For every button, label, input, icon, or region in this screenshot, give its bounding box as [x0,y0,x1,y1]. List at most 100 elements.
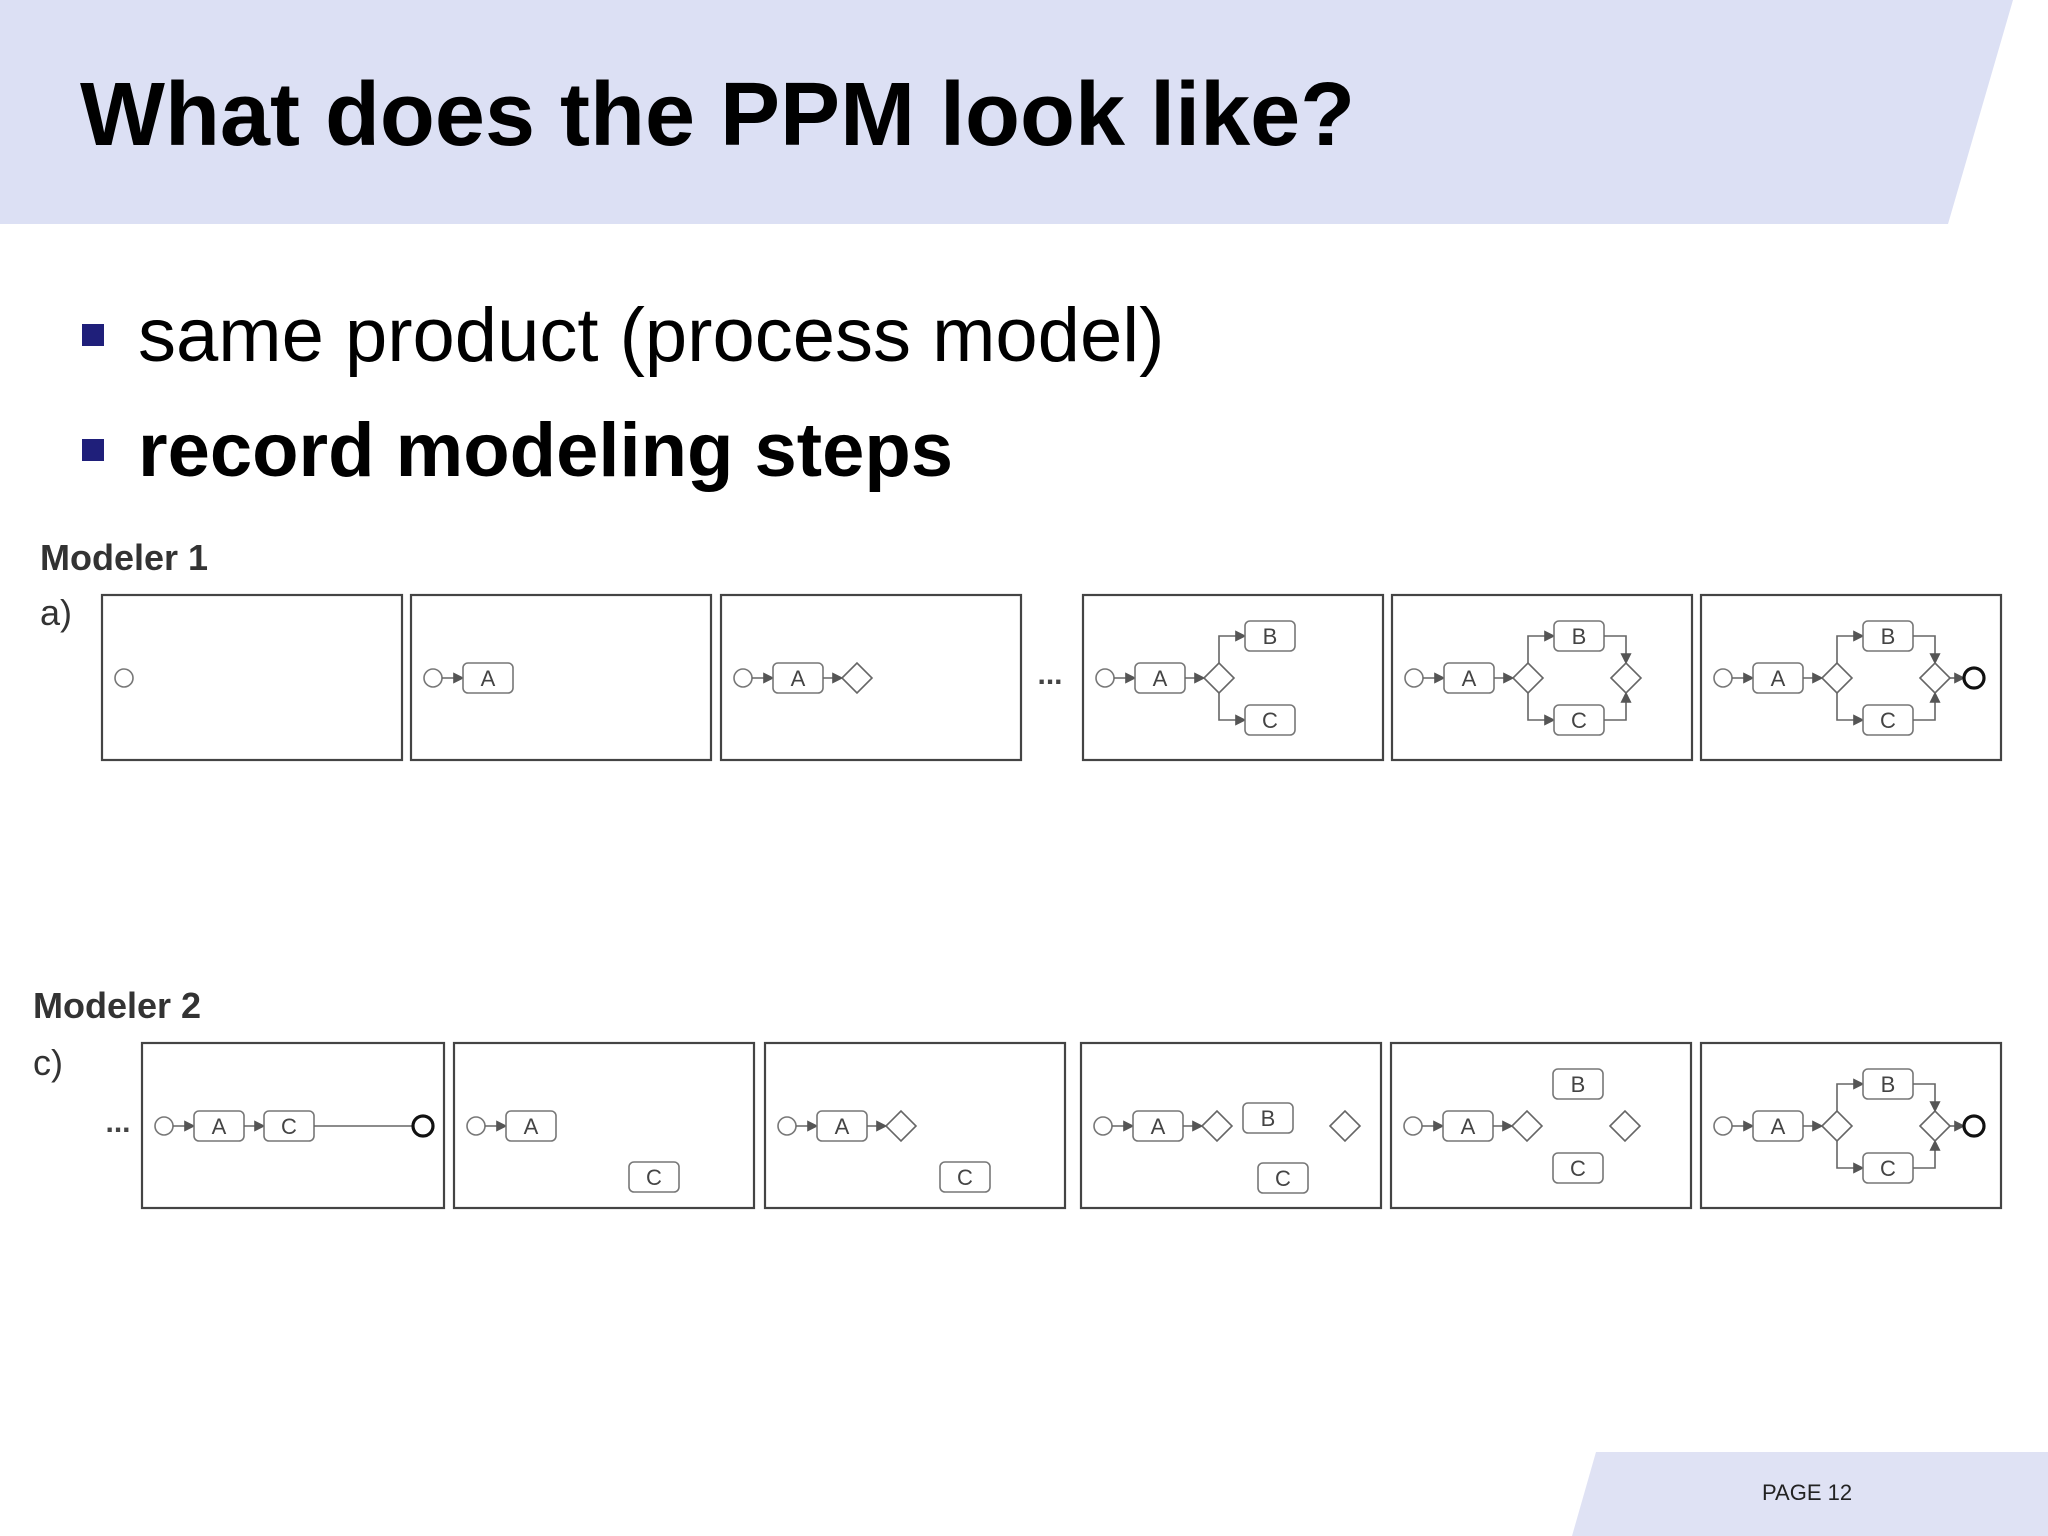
end-event-icon [1962,1114,1986,1138]
activity-b-label: B [1263,624,1278,649]
activity-b-label: B [1261,1106,1276,1131]
activity-c [1257,1162,1309,1194]
activity-c-label: C [1262,708,1278,733]
step-snapshot: A B C [1699,593,2003,762]
step-content: ABC [1095,620,1296,736]
activity-a [462,662,514,694]
sequence-flow [1604,635,1632,665]
step-snapshot: A [719,593,1023,762]
ellipsis-marker: ... [105,1106,130,1139]
activity-a-label: A [212,1114,227,1139]
bullet-record-modeling-steps: record modeling steps [82,395,953,505]
sequence-flow [1913,1083,1941,1113]
modeler-title: Modeler 2 [33,985,201,1026]
activity-a-label: A [1771,666,1786,691]
ellipsis-marker: ... [1037,658,1062,691]
activity-b-label: B [1571,1072,1586,1097]
activity-c [939,1161,991,1193]
step-content: AC [777,1109,991,1193]
activity-b [1244,620,1296,652]
activity-b [1552,1068,1604,1100]
activity-b-label: B [1881,624,1896,649]
join-gateway-icon [1609,661,1643,695]
start-event-icon [466,1116,486,1136]
activity-c-label: C [1570,1156,1586,1181]
step-snapshot [100,593,404,762]
step-content: A B C [1403,1068,1642,1184]
sequence-flow [1836,630,1865,663]
start-event-icon [1403,1116,1423,1136]
step-frame [100,593,404,762]
header-band [0,0,2013,224]
step-snapshot: ABC [1081,593,1385,762]
activity-a-label: A [1461,1114,1476,1139]
sequence-flow [1913,691,1941,721]
step-content: A B C [1404,620,1643,736]
activity-c [628,1161,680,1193]
activity-a-label: A [1462,666,1477,691]
start-event-icon [777,1116,797,1136]
sequence-flow [1218,693,1247,726]
bullet-same-product: same product (process model) [82,280,1164,390]
end-event-icon [1962,666,1986,690]
sequence-flow [1913,635,1941,665]
step-content: A [423,662,514,694]
step-content: A [733,661,874,695]
activity-c [1552,1152,1604,1184]
start-event-icon [1404,668,1424,688]
page-number: PAGE 12 [1762,1480,1853,1505]
footer-band-shape [1572,1452,2048,1536]
bullet-square-icon [82,439,104,461]
sequence-flow [1527,693,1556,726]
activity-a-label: A [1771,1114,1786,1139]
activity-c-label: C [646,1165,662,1190]
step-content: A B C [1713,1068,1986,1184]
step-content: A B C [1713,620,1986,736]
step-snapshot: A B C [1390,593,1694,762]
modeler-title: Modeler 1 [40,537,208,578]
slide-title: What does the PPM look like? [80,65,1356,165]
step-snapshot: A [409,593,713,762]
activity-a-label: A [835,1114,850,1139]
activity-c-label: C [1275,1166,1291,1191]
join-gateway-icon [1608,1109,1642,1143]
split-gateway-icon [1200,1109,1234,1143]
activity-a [505,1110,557,1142]
sequence-flow [1836,1078,1865,1111]
activity-c-label: C [957,1165,973,1190]
bullet-text: record modeling steps [138,407,954,493]
start-event-icon [1713,668,1733,688]
activity-a-label: A [481,666,496,691]
start-event-icon [733,668,753,688]
activity-c [1244,704,1296,736]
activity-c-label: C [281,1114,297,1139]
sequence-flow [1218,630,1247,663]
start-event-icon [154,1116,174,1136]
split-gateway-icon [840,661,874,695]
activity-a-label: A [791,666,806,691]
bullet-text: same product (process model) [138,292,1165,378]
start-event-icon [114,668,134,688]
start-event-icon [1095,668,1115,688]
activity-c-label: C [1571,708,1587,733]
start-event-icon [1093,1116,1113,1136]
bullet-square-icon [82,324,104,346]
activity-c-label: C [1880,708,1896,733]
activity-b-label: B [1881,1072,1896,1097]
split-gateway-icon [1820,661,1854,695]
start-event-icon [1713,1116,1733,1136]
split-gateway-icon [1511,661,1545,695]
start-event-icon [423,668,443,688]
step-snapshot: A B C [1699,1041,2003,1210]
sequence-flow [1604,691,1632,721]
join-gateway-icon [1328,1109,1362,1143]
activity-b-label: B [1572,624,1587,649]
activity-c-label: C [1880,1156,1896,1181]
